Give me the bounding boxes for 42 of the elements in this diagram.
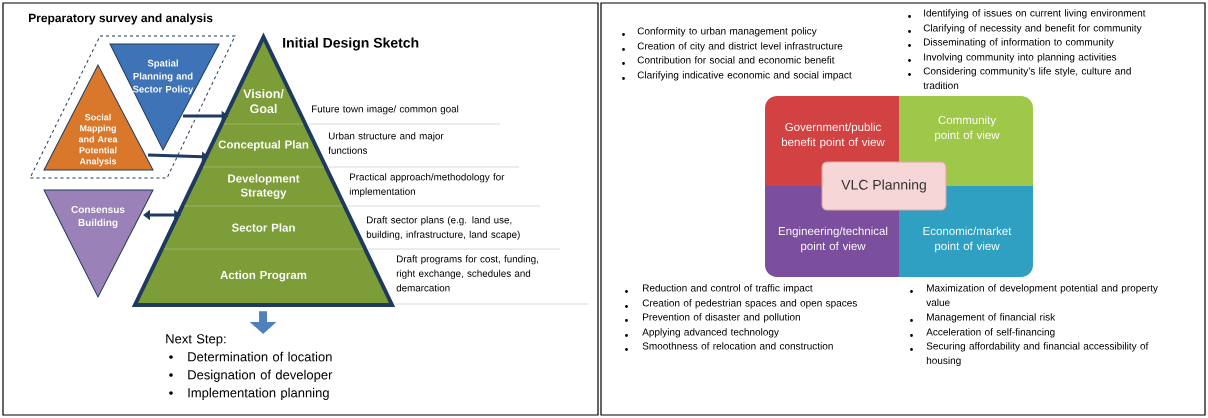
node-label: Action Program [220, 270, 307, 282]
node-label: Designation of developer [188, 369, 333, 382]
pyramid-band: Vision/ Goal [224, 78, 303, 124]
pyramid-band: Action Program [138, 249, 389, 303]
node-label: Implementation planning [188, 387, 329, 400]
band-description: Draft sector plans (e.g. land use, building, infrastructure, land scape) [366, 216, 520, 240]
node-label: Development Strategy [228, 174, 300, 199]
pyramid-band: Development Strategy [184, 167, 343, 206]
bullet-item: Reduction and control of traffic impact [625, 284, 813, 294]
bullet-item: Creation of city and district level infrastructure [622, 42, 843, 52]
pyramid-band: Sector Plan [164, 206, 363, 249]
bullet-item: Prevention of disaster and pollution [625, 313, 800, 323]
node-label: Preparatory survey and analysis [29, 13, 213, 25]
bullet-item: Clarifying of necessity and benefit for community [908, 24, 1142, 34]
center-box: VLC Planning [821, 161, 947, 211]
bullet-item: Involving community into planning activities [908, 53, 1117, 63]
next-step-list: Next Step: Determination of location Designation of developer Implementation planning [166, 334, 333, 400]
node-label: Sector Plan [231, 223, 295, 232]
bullet-item: Applying advanced technology [625, 328, 779, 338]
node-label: Next Step: [166, 334, 226, 346]
bullet-item: Clarifying indicative economic and social impact [622, 71, 852, 81]
bullet-item: Management of financial risk [910, 313, 1056, 323]
bullet-item: Acceleration of self-financing [910, 328, 1055, 338]
node-label: Determination of location [188, 351, 332, 362]
bullet-item: Disseminating of information to community [908, 38, 1114, 48]
arrow [147, 151, 209, 162]
bullet-item: Conformity to urban management policy [622, 27, 817, 37]
bullet-item: Considering community’s life style, culture and tradition [908, 67, 1131, 90]
band-description: Future town image/ common goal [312, 105, 459, 115]
bullet-item: Maximization of development potential and property value [910, 284, 1158, 307]
inverted-triangle: Consensus Building [43, 189, 154, 298]
band-description: Draft programs for cost, funding, right exchange, schedules and demarcation [396, 255, 538, 292]
bullet-item: Identifying of issues on current living environment [908, 9, 1146, 19]
band-description: Urban structure and major functions [328, 132, 444, 154]
bullet-item: Smoothness of relocation and construction [625, 342, 833, 351]
bullet-item: Creation of pedestrian spaces and open spaces [625, 299, 857, 309]
bullet-item: Contribution for social and economic benefit [622, 56, 835, 65]
bullet-item: Securing affordability and financial accessibility of housing [910, 342, 1149, 366]
node-label: Conceptual Plan [218, 140, 309, 151]
pyramid-band: Conceptual Plan [203, 124, 324, 167]
node-label: Vision/ Goal [243, 88, 284, 114]
band-description: Practical approach/methodology for implementation [349, 173, 505, 197]
